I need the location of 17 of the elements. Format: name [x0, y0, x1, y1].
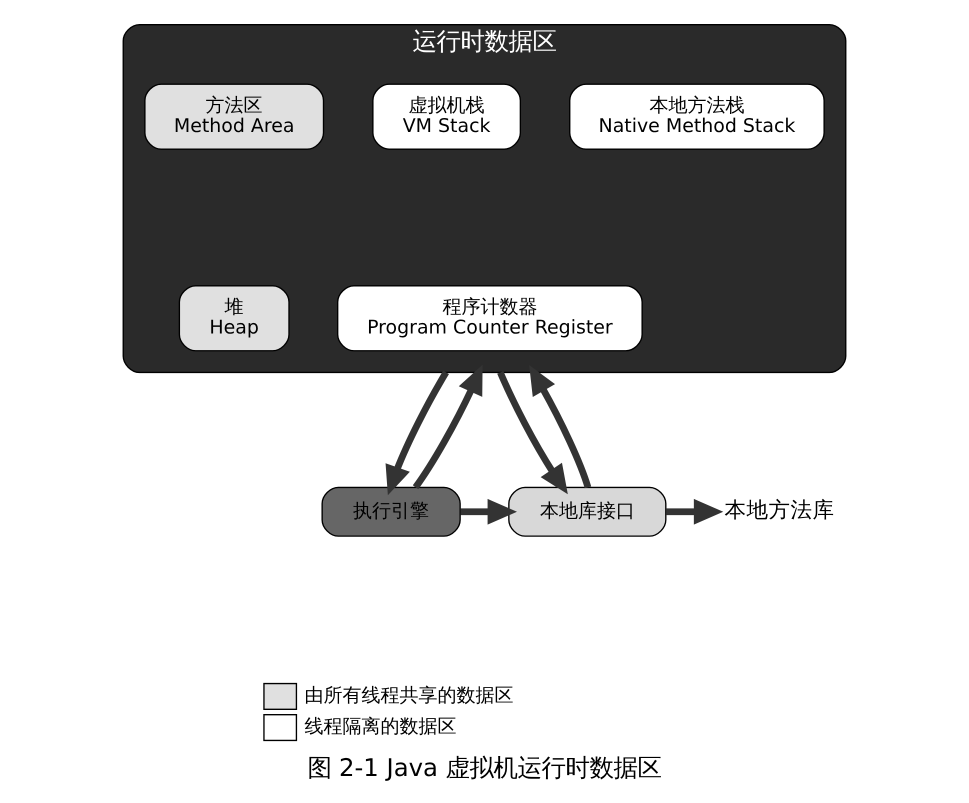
arrow	[386, 370, 449, 496]
node-box: 本地方法栈 Native Method Stack	[569, 84, 825, 150]
legend-label: 线程隔离的数据区	[304, 716, 457, 738]
node-box: 方法区 Method Area	[144, 84, 324, 150]
node-box: 本地库接口	[508, 486, 666, 537]
arrow	[412, 364, 483, 490]
node-box: 执行引擎	[321, 486, 461, 537]
arrow	[529, 365, 592, 488]
arrow	[460, 498, 517, 525]
node-box: 堆 Heap	[178, 285, 290, 352]
arrow	[497, 371, 568, 494]
node-box: 程序计数器 Program Counter Register	[337, 285, 643, 352]
node-text: 本地方法库	[724, 498, 834, 523]
arrow	[666, 498, 724, 525]
caption: 图 2-1 Java 虚拟机运行时数据区	[307, 753, 662, 782]
legend-label: 由所有线程共享的数据区	[304, 684, 514, 706]
node-box: 虚拟机栈 VM Stack	[372, 84, 522, 150]
